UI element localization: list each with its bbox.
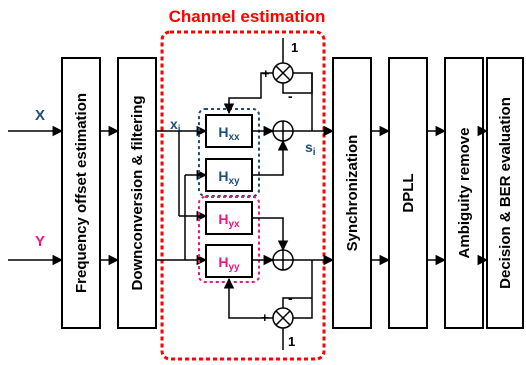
synchronization-block [332, 57, 372, 329]
ambiguity-label: Ambiguity remove [456, 128, 473, 259]
freq-offset-label: Frequency offset estimation [73, 93, 90, 293]
error-x-one: 1 [291, 40, 298, 55]
error-x-feed-in [293, 72, 313, 131]
error-y-to-filters [223, 277, 273, 319]
synchronization-label: Synchronization [344, 135, 361, 252]
filter-hyx-label: Hyx [218, 211, 240, 230]
hxy-to-sum [252, 139, 289, 176]
error-x-loop [282, 83, 313, 94]
ambiguity-block [444, 57, 484, 329]
error-y-loop [282, 297, 312, 308]
filter-hxx-label: Hxx [218, 124, 240, 143]
error-y-plus: + [261, 310, 269, 325]
diagram-title: Channel estimation [169, 7, 326, 26]
error-y-feed-in [293, 260, 313, 319]
freq-offset-block [61, 57, 101, 329]
decision-block [486, 57, 524, 329]
si-label: si [305, 139, 316, 158]
filter-hyx-box [205, 201, 253, 235]
xi-label: xi [170, 116, 181, 135]
filter-hxy-box [205, 158, 253, 192]
error-x-minus: - [288, 88, 293, 104]
hyx-to-sum [252, 217, 289, 252]
error-x-to-filters [223, 72, 273, 115]
decision-label: Decision & BER evaluation [497, 97, 514, 289]
filter-hxy-label: Hxy [218, 168, 240, 187]
channel-estimation-region [160, 30, 326, 361]
input-x-label: X [35, 107, 45, 124]
downconversion-label: Downconversion & filtering [129, 95, 146, 290]
downconversion-block [117, 57, 157, 329]
input-y-label: Y [35, 233, 45, 250]
dpll-label: DPLL [400, 173, 417, 212]
error-x-plus: + [262, 66, 270, 81]
filter-hxx-box [205, 114, 253, 148]
filter-hyy-label: Hyy [218, 254, 240, 273]
error-y-one: 1 [288, 334, 295, 349]
error-junction-x-d2 [275, 65, 291, 81]
error-y-minus: - [288, 290, 293, 306]
dpll-block [388, 57, 428, 329]
error-junction-y-d2 [275, 310, 291, 326]
filter-hyy-box [205, 244, 253, 278]
